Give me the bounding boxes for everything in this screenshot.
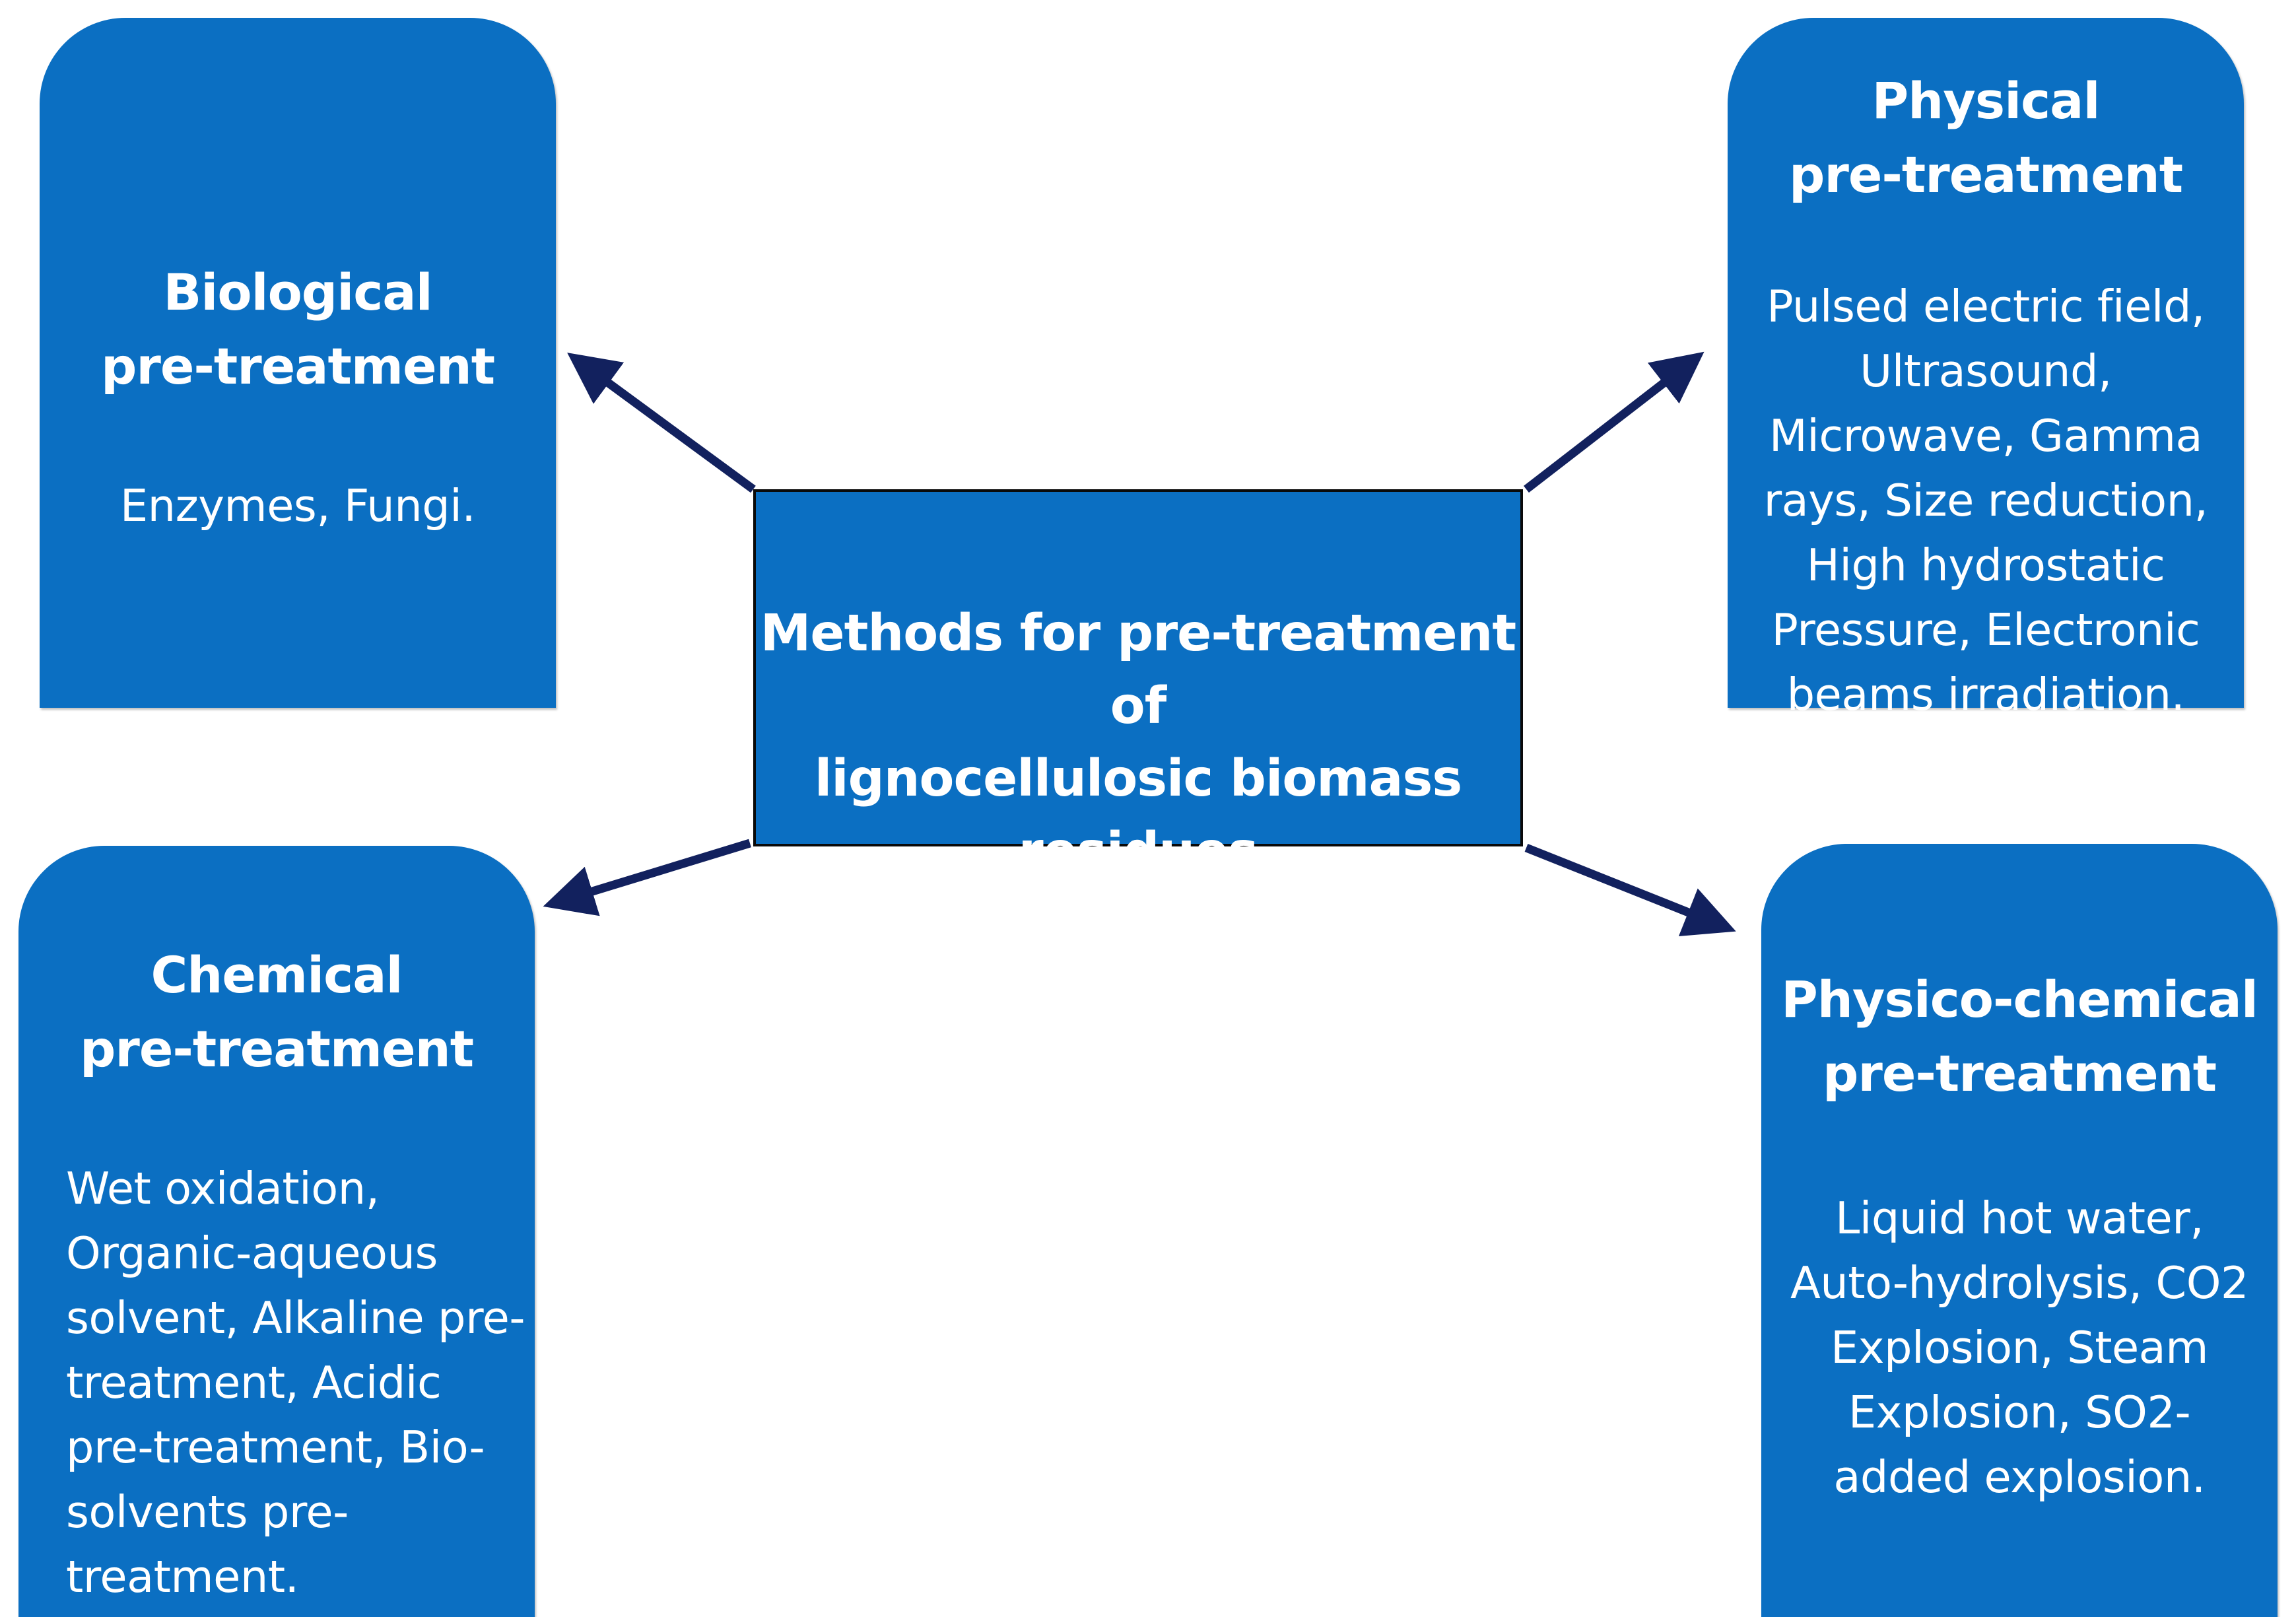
- arrow-to-chemical: [543, 839, 751, 916]
- biological-pretreatment-box: Biological pre-treatment Enzymes, Fungi.: [40, 18, 556, 708]
- physical-body-line: beams irradiation.: [1786, 669, 2185, 720]
- physical-title-line: Physical: [1872, 71, 2100, 130]
- biological-title-line: pre-treatment: [100, 337, 495, 396]
- physico-chemical-body-line: Explosion, SO2-: [1848, 1387, 2191, 1438]
- chemical-body: Wet oxidation, Organic-aqueous solvent, …: [66, 1156, 525, 1609]
- physico-chemical-body-line: added explosion.: [1833, 1451, 2206, 1503]
- central-title-line: lignocellulosic biomass residues: [814, 749, 1462, 881]
- biological-title-line: Biological: [163, 263, 432, 322]
- physical-body-line: Pressure, Electronic: [1771, 604, 2200, 656]
- physical-body-line: High hydrostatic: [1806, 539, 2165, 591]
- arrow-to-biological: [567, 353, 756, 493]
- central-title: Methods for pre-treatment of lignocellul…: [756, 598, 1520, 888]
- physical-body-line: Microwave, Gamma: [1769, 410, 2203, 462]
- physical-title: Physical pre-treatment: [1728, 64, 2244, 212]
- physico-chemical-body: Liquid hot water, Auto-hydrolysis, CO2 E…: [1761, 1186, 2278, 1509]
- chemical-body-line: Organic-aqueous: [66, 1227, 438, 1279]
- chemical-title: Chemical pre-treatment: [18, 938, 535, 1086]
- physico-chemical-body-line: Liquid hot water,: [1835, 1192, 2204, 1244]
- chemical-body-line: treatment, Acidic: [66, 1357, 442, 1408]
- biological-title: Biological pre-treatment: [40, 256, 556, 403]
- physical-body-line: Pulsed electric field,: [1767, 281, 2205, 332]
- physical-pretreatment-box: Physical pre-treatment Pulsed electric f…: [1728, 18, 2244, 720]
- biological-body: Enzymes, Fungi.: [40, 473, 556, 538]
- physico-chemical-title: Physico-chemical pre-treatment: [1761, 963, 2278, 1111]
- arrow-to-physico-chemical: [1524, 843, 1736, 937]
- physico-chemical-title-line: pre-treatment: [1822, 1044, 2217, 1103]
- physico-chemical-title-line: Physico-chemical: [1781, 970, 2258, 1029]
- chemical-body-line: solvents pre-: [66, 1486, 349, 1538]
- physical-title-line: pre-treatment: [1788, 145, 2183, 204]
- chemical-title-line: pre-treatment: [79, 1019, 474, 1078]
- physico-chemical-pretreatment-box: Physico-chemical pre-treatment Liquid ho…: [1761, 844, 2278, 1617]
- central-methods-box: Methods for pre-treatment of lignocellul…: [753, 489, 1523, 881]
- chemical-body-line: pre-treatment, Bio-: [66, 1422, 485, 1473]
- biological-body-line: Enzymes, Fungi.: [119, 480, 476, 532]
- chemical-body-line: treatment.: [66, 1551, 299, 1602]
- physico-chemical-body-line: Explosion, Steam: [1830, 1322, 2209, 1373]
- physical-body-line: rays, Size reduction,: [1763, 475, 2208, 526]
- chemical-title-line: Chemical: [151, 946, 403, 1004]
- physical-body: Pulsed electric field, Ultrasound, Micro…: [1728, 274, 2244, 727]
- central-title-line: Methods for pre-treatment of: [760, 604, 1516, 736]
- chemical-body-line: solvent, Alkaline pre-: [66, 1292, 525, 1344]
- physical-body-line: Ultrasound,: [1860, 345, 2112, 397]
- arrow-to-physical: [1524, 351, 1705, 493]
- chemical-body-line: Wet oxidation,: [66, 1163, 380, 1214]
- physico-chemical-body-line: Auto-hydrolysis, CO2: [1790, 1257, 2249, 1309]
- chemical-pretreatment-box: Chemical pre-treatment Wet oxidation, Or…: [18, 846, 535, 1617]
